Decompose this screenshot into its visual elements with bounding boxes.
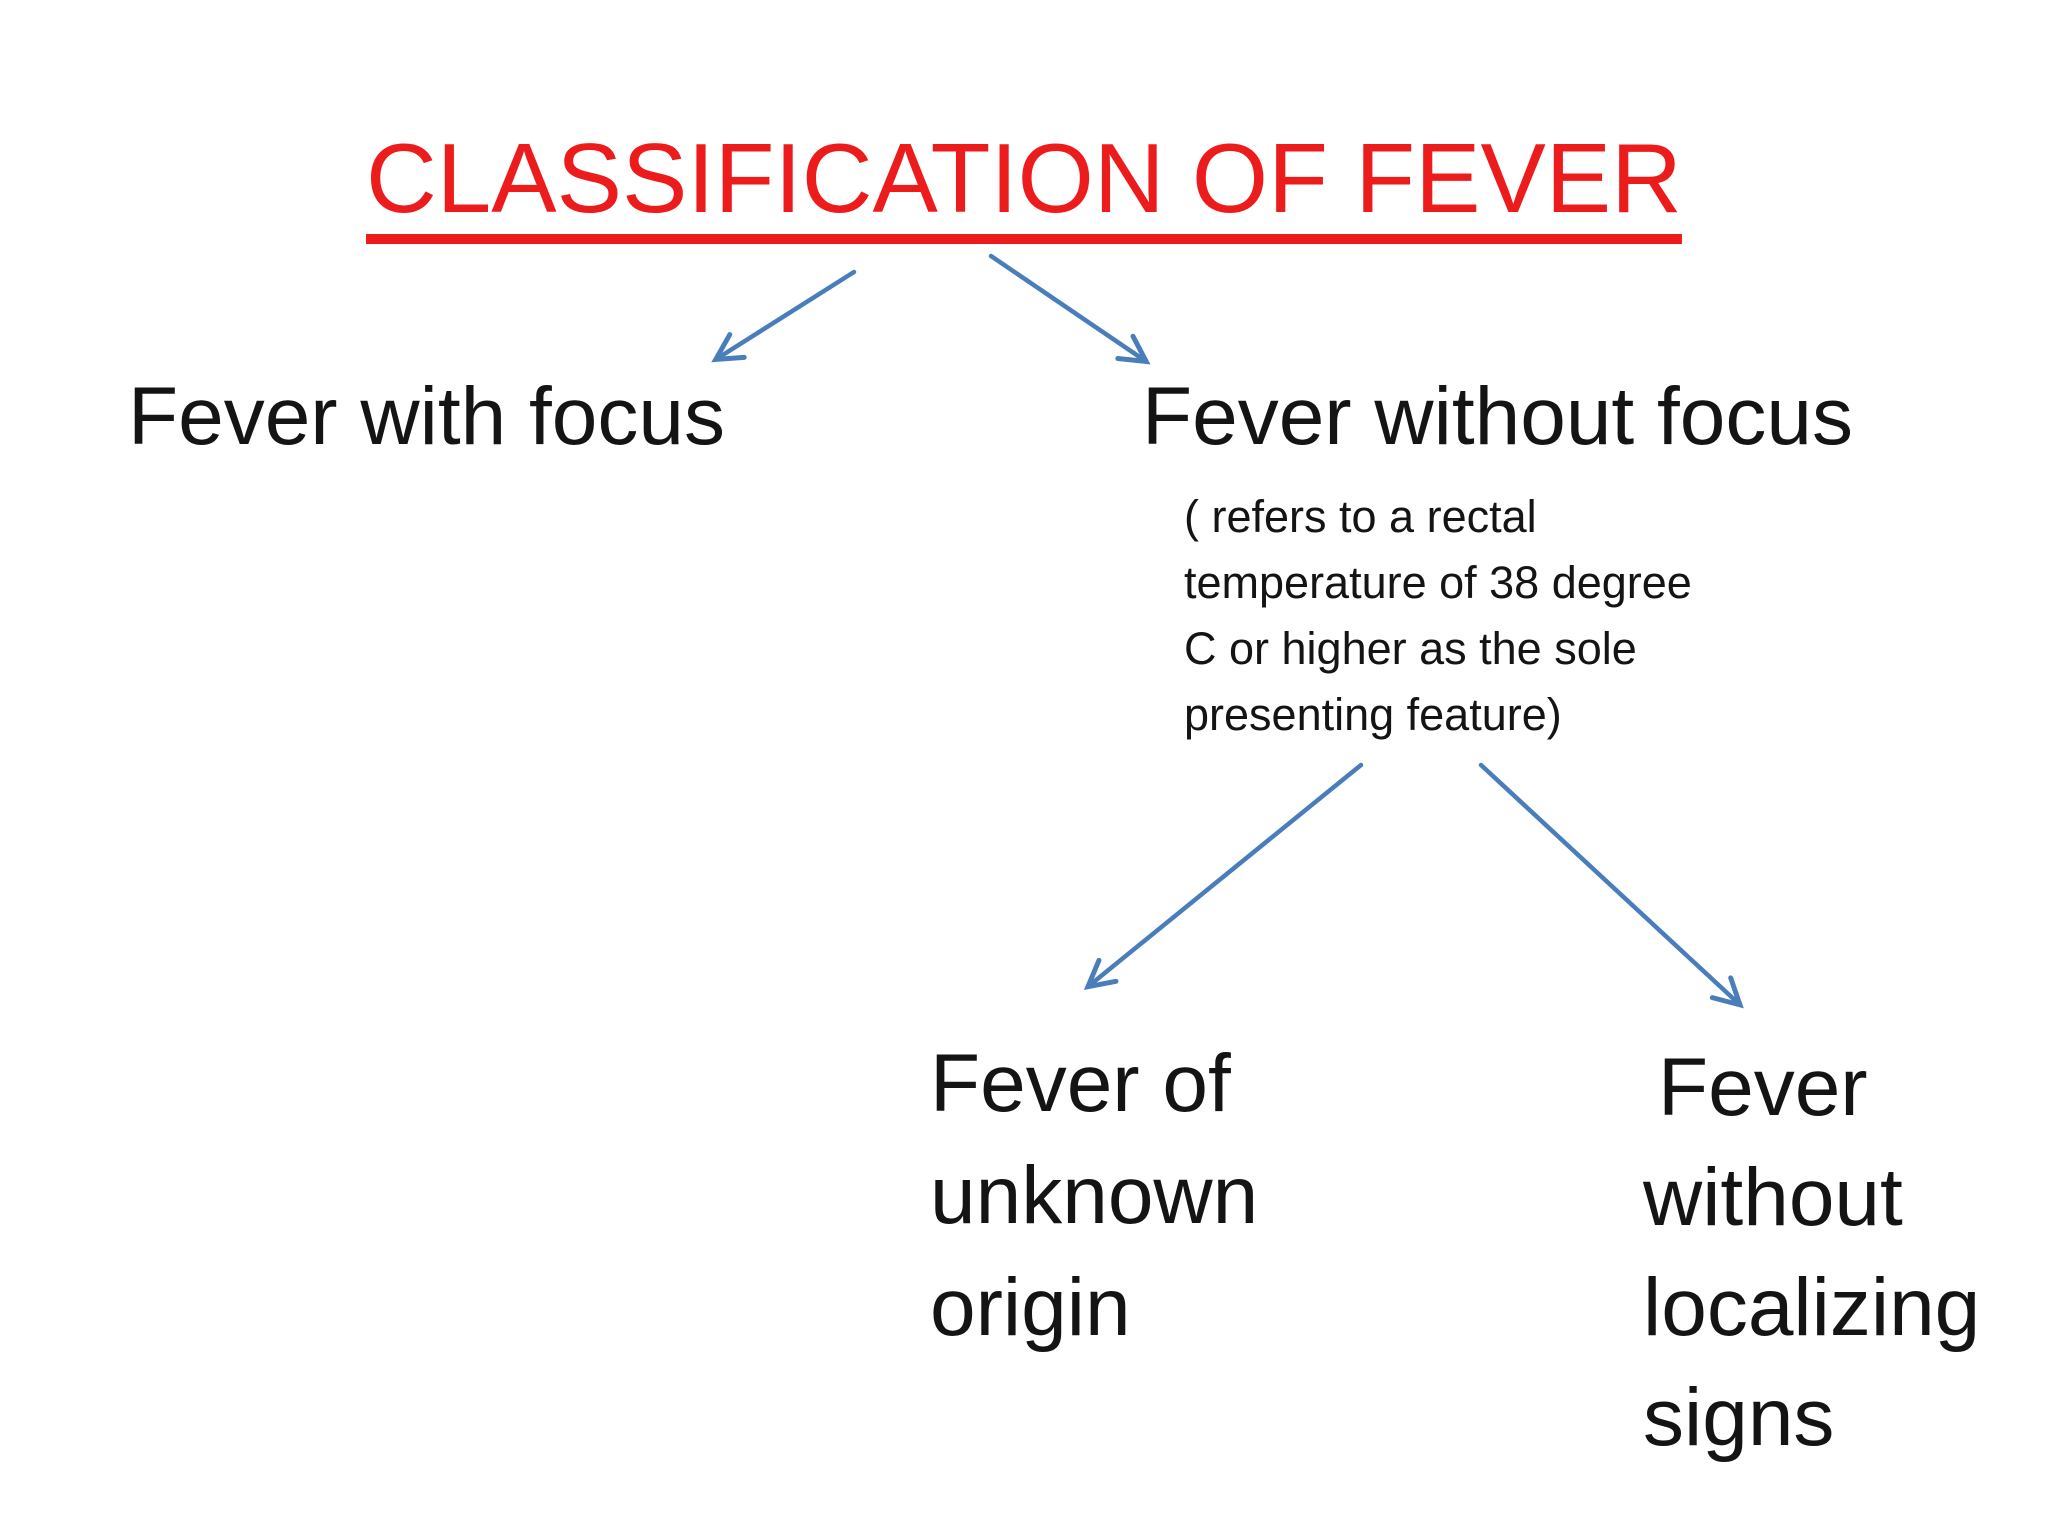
node-fever-without-localizing-signs: Fever without localizing signs [1643,1042,1981,1463]
node-fever-with-focus: Fever with focus [128,371,725,462]
arrow-note-to-fever-without-localizing-icon [1478,762,1744,1009]
node-fever-of-unknown-origin: Fever of unknown origin [930,1038,1259,1353]
arrow-note-to-fever-unknown-origin-icon [1083,762,1364,991]
slide-title: CLASSIFICATION OF FEVER [366,123,1682,233]
node-fever-without-focus: Fever without focus [1142,371,1853,462]
note-rectal-temperature-definition: ( refers to a rectal temperature of 38 d… [1184,491,1692,740]
arrow-title-to-fever-with-focus-icon [711,269,857,363]
arrow-title-to-fever-without-focus-icon [988,253,1151,365]
